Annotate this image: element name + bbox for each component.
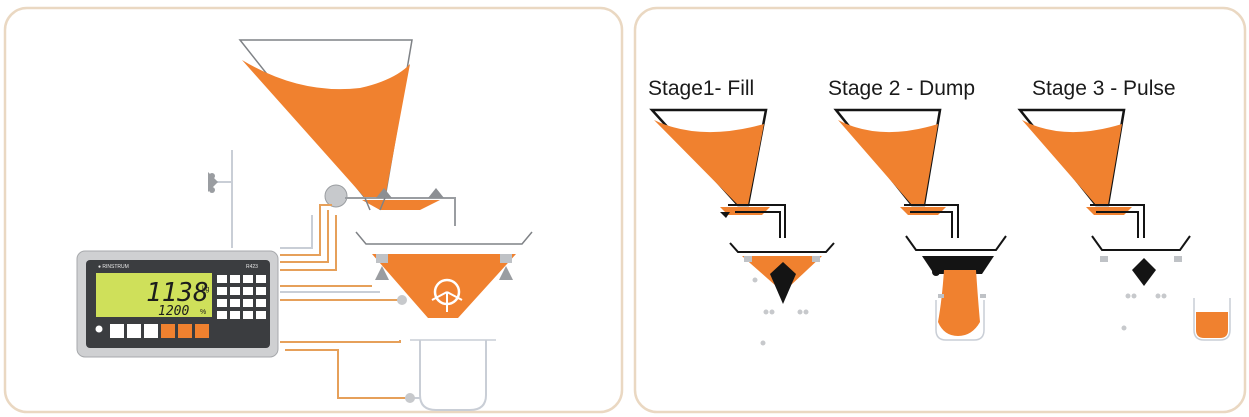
svg-text:R423: R423: [246, 264, 258, 270]
power-button[interactable]: [95, 325, 103, 333]
supply-hopper: [238, 39, 413, 199]
stage-3-title: Stage 3 - Pulse: [1032, 77, 1176, 100]
left-panel: ● RINSTRUM R423 1138 kg 1200 %: [3, 6, 624, 414]
main-weight-unit: kg: [202, 286, 210, 293]
load-cell-right-icon: [499, 266, 513, 280]
stage-2-title: Stage 2 - Dump: [828, 77, 975, 100]
stage-1-fill: [649, 108, 835, 346]
stage-2-dump: [833, 108, 1007, 341]
function-key-5[interactable]: [178, 324, 192, 338]
signal-wiring: [280, 204, 420, 403]
discharge-bag: [419, 340, 487, 411]
function-key-1[interactable]: [110, 324, 124, 338]
stage-3-pulse: [1017, 108, 1231, 341]
keypad[interactable]: [217, 275, 266, 319]
supply-hopper-material: [242, 60, 410, 198]
right-panel: Stage1- Fill Stage 2 - Dump Stage 3 - Pu…: [633, 6, 1247, 414]
weigh-hopper: [355, 231, 533, 318]
function-key-3[interactable]: [144, 324, 158, 338]
main-weight-reading: 1138: [146, 278, 209, 308]
function-key-6[interactable]: [195, 324, 209, 338]
secondary-unit: %: [200, 309, 206, 316]
load-cell-left-icon: [375, 266, 389, 280]
svg-text:● RINSTRUM: ● RINSTRUM: [98, 264, 129, 270]
stage-1-title: Stage1- Fill: [648, 77, 754, 100]
feed-valve: [324, 184, 456, 226]
lcd-display: [96, 273, 212, 317]
pneumatic-valve-icon: [208, 150, 233, 248]
secondary-reading: 1200: [158, 304, 189, 319]
function-key-4[interactable]: [161, 324, 175, 338]
weighing-indicator: ● RINSTRUM R423 1138 kg 1200 %: [76, 250, 279, 358]
function-key-2[interactable]: [127, 324, 141, 338]
